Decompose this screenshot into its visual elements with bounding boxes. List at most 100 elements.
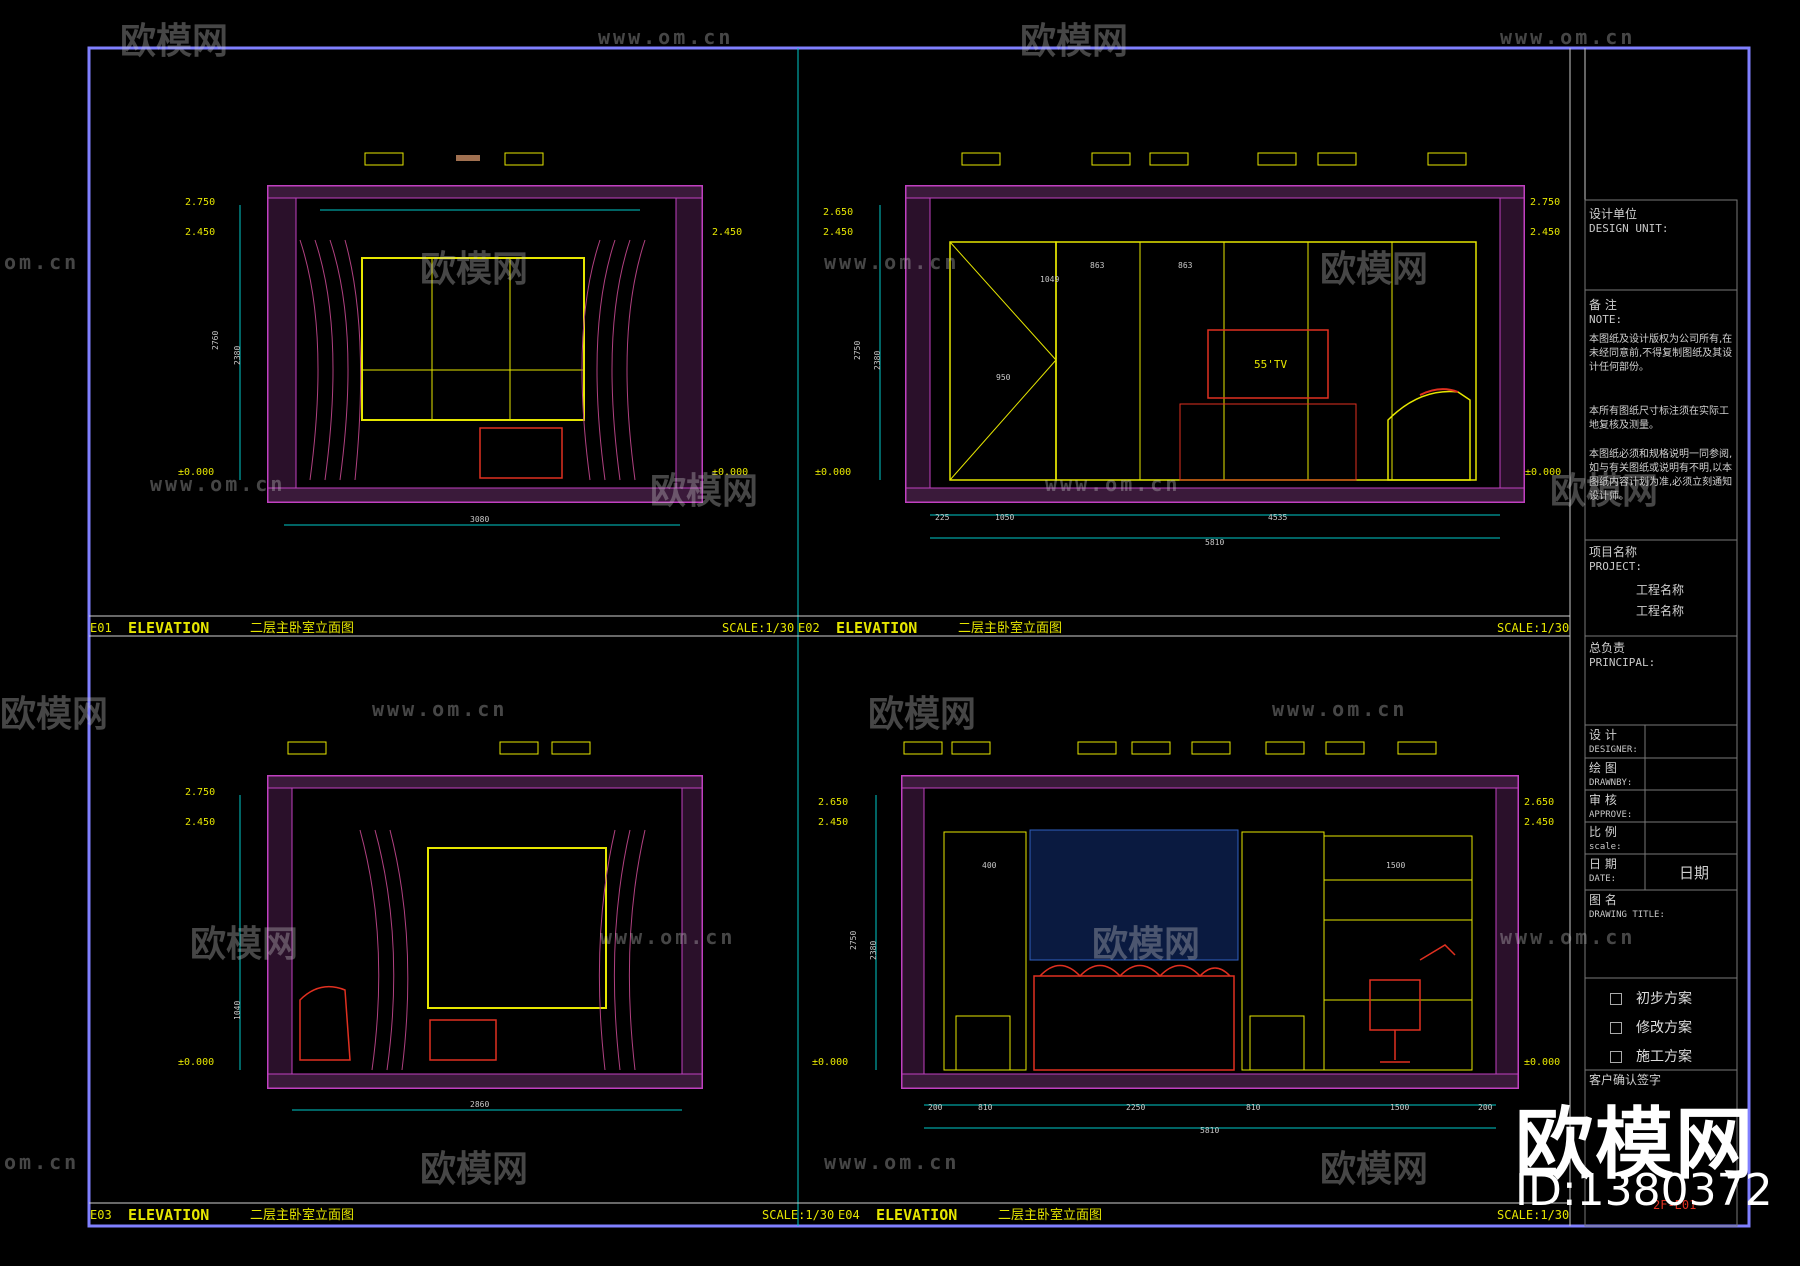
- tb-principal-cn: 总负责: [1589, 641, 1626, 655]
- e04-wall-left: [901, 787, 925, 1075]
- e02-tv: [1207, 329, 1329, 399]
- e04-light-5: [1191, 741, 1231, 755]
- e04-desk-shelf: [1323, 835, 1473, 1071]
- tb-date-value: 日期: [1679, 864, 1710, 882]
- e02-scale: SCALE:1/30: [1497, 621, 1569, 635]
- tb-scale-cn: 比 例: [1589, 825, 1617, 839]
- e04-ceiling-slab: [901, 775, 1519, 789]
- outer-frame: [87, 46, 1751, 1228]
- tb-drawing-title-en: DRAWING TITLE:: [1589, 910, 1665, 920]
- e04-level-5: 2.450: [1524, 817, 1554, 828]
- e03-light-1: [287, 741, 327, 755]
- e03-dim-width: 2860: [470, 1100, 489, 1109]
- watermark-url: www.om.cn: [372, 697, 508, 721]
- e04-level-1: 2.650: [818, 797, 848, 808]
- tb-client-confirm: 客户确认签字: [1589, 1073, 1662, 1087]
- tb-stage-preliminary[interactable]: 初步方案: [1610, 988, 1692, 1008]
- watermark-logo: 欧模网: [650, 471, 759, 512]
- e01-wall-right: [675, 197, 703, 489]
- e01-level-1: 2.750: [185, 197, 215, 208]
- e02-tv-cabinet: [1179, 403, 1357, 481]
- e04-level-6: ±0.000: [1524, 1057, 1560, 1068]
- checkbox-icon[interactable]: [1610, 1022, 1622, 1034]
- e01-dim-h2: 2380: [233, 346, 242, 365]
- e02-dim-6: 2750: [853, 341, 862, 360]
- e02-floor-slab: [905, 487, 1525, 503]
- watermark-logo: 欧模网: [120, 21, 229, 62]
- watermark-url: www.om.cn: [1045, 472, 1181, 496]
- titleblock-inner-box: [1584, 199, 1738, 1227]
- panel-e02: 55'TV: [879, 152, 1525, 539]
- e04-wall-right: [1495, 787, 1519, 1075]
- tb-stage-construction[interactable]: 施工方案: [1610, 1046, 1692, 1066]
- e04-level-3: ±0.000: [812, 1057, 848, 1068]
- tb-stage-preliminary-label: 初步方案: [1636, 991, 1692, 1007]
- e04-bed: [1033, 975, 1235, 1071]
- e04-dim-8: 2750: [849, 931, 858, 950]
- e04-light-6: [1265, 741, 1305, 755]
- tb-stage-revision[interactable]: 修改方案: [1610, 1017, 1692, 1037]
- checkbox-icon[interactable]: [1610, 993, 1622, 1005]
- tb-approve-cn: 审 核: [1589, 793, 1617, 807]
- e03-armchair: [299, 985, 351, 1061]
- watermark-logo: 欧模网: [420, 1149, 529, 1190]
- tb-principal-en: PRINCIPAL:: [1589, 656, 1656, 669]
- checkbox-icon[interactable]: [1610, 1051, 1622, 1063]
- e01-light-fixture-3: [456, 155, 480, 161]
- e03-dim-h1: 1040: [233, 1001, 242, 1020]
- e02-title-cn: 二层主卧室立面图: [958, 620, 1062, 636]
- tb-design-unit-cn: 设计单位: [1589, 207, 1638, 221]
- level-markers: 2.750 2.450 ±0.000 2.450 ±0.000 2.650 2.…: [178, 197, 1561, 1068]
- e02-title-en: ELEVATION: [836, 619, 917, 637]
- tb-drawnby-en: DRAWNBY:: [1589, 778, 1633, 788]
- e02-dim-7: 2380: [873, 351, 882, 370]
- e03-code: E03: [90, 1208, 112, 1222]
- e04-title-cn: 二层主卧室立面图: [998, 1207, 1102, 1223]
- e02-light-5: [1317, 152, 1357, 166]
- watermark-logo: 欧模网: [868, 694, 977, 735]
- watermark-url: www.om.cn: [1500, 25, 1636, 49]
- e01-wall-left: [267, 197, 297, 489]
- e02-level-4: 2.750: [1530, 197, 1560, 208]
- watermark-logo: 欧模网: [1092, 924, 1201, 965]
- e04-nightstand-right: [1249, 1015, 1305, 1071]
- tb-drawing-title-cn: 图 名: [1589, 893, 1617, 907]
- e02-level-1: 2.650: [823, 207, 853, 218]
- e02-code: E02: [798, 621, 820, 635]
- e02-wall-left: [905, 197, 931, 489]
- e04-scale: SCALE:1/30: [1497, 1208, 1569, 1222]
- e04-desk-chair: [1369, 979, 1421, 1063]
- tb-note-3: 本图纸必须和规格说明一同参阅,如与有关图纸或说明有不明,以本图纸内容计划为准,必…: [1589, 449, 1733, 502]
- e02-light-1: [961, 152, 1001, 166]
- e04-light-8: [1397, 741, 1437, 755]
- e03-wall-left: [267, 787, 293, 1075]
- e01-dim-width: 3080: [470, 515, 489, 524]
- tb-design-unit-en: DESIGN UNIT:: [1589, 222, 1669, 235]
- e04-desk-lamp: [1419, 944, 1456, 961]
- watermark-logo: 欧模网: [1550, 471, 1659, 512]
- e02-level-6: ±0.000: [1525, 467, 1561, 478]
- tb-project-value-2: 工程名称: [1636, 604, 1685, 618]
- e03-level-1: 2.750: [185, 787, 215, 798]
- e02-dim-4: 5810: [1205, 538, 1224, 547]
- e03-level-2: 2.450: [185, 817, 215, 828]
- e02-light-3: [1149, 152, 1189, 166]
- e04-wardrobe-left: [943, 831, 1027, 1071]
- watermark-url: www.om.cn: [150, 472, 286, 496]
- e01-window: [361, 257, 585, 421]
- tb-project-en: PROJECT:: [1589, 560, 1642, 573]
- panel-e04: [875, 741, 1519, 1129]
- panel-e01: [239, 152, 703, 526]
- e04-floor-slab: [901, 1073, 1519, 1089]
- tb-designer-en: DESIGNER:: [1589, 745, 1638, 755]
- titleblock-lines: [1585, 289, 1737, 1071]
- e02-level-5: 2.450: [1530, 227, 1560, 238]
- tb-drawnby-cn: 绘 图: [1589, 761, 1617, 775]
- tb-scale-en: scale:: [1589, 842, 1622, 852]
- e03-curtain-left: [359, 829, 409, 1071]
- e01-floor-slab: [267, 487, 703, 503]
- e01-bench: [479, 427, 563, 479]
- e04-dim-7: 5810: [1200, 1126, 1219, 1135]
- e04-headboard-art: [1029, 829, 1239, 961]
